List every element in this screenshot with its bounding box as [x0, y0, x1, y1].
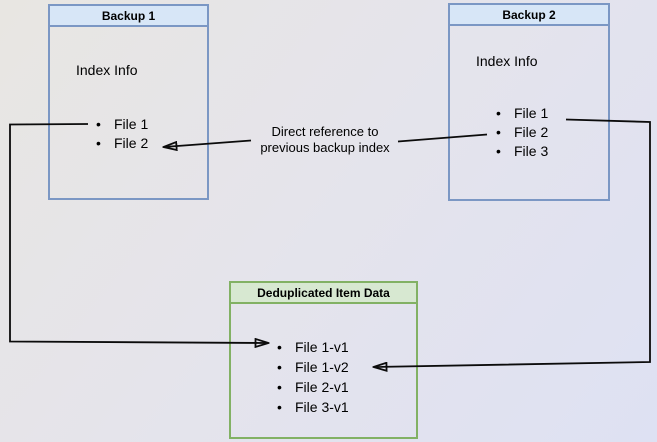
- list-item: • File 1: [96, 115, 148, 134]
- list-item: • File 2: [496, 123, 548, 142]
- bullet-icon: •: [96, 116, 101, 132]
- backup2-title: Backup 2: [450, 5, 608, 26]
- list-item: • File 2-v1: [277, 377, 349, 397]
- bullet-icon: •: [277, 399, 282, 415]
- list-item-label: File 2-v1: [295, 379, 349, 395]
- list-item: • File 1-v2: [277, 357, 349, 377]
- bullet-icon: •: [496, 105, 501, 121]
- list-item: • File 2: [96, 134, 148, 153]
- list-item: • File 3: [496, 142, 548, 161]
- list-item: • File 1: [496, 104, 548, 123]
- list-item-label: File 1-v1: [295, 339, 349, 355]
- backup1-node: Backup 1: [48, 4, 209, 200]
- backup2-node: Backup 2: [448, 3, 610, 201]
- backup2-file-list: • File 1 • File 2 • File 3: [496, 104, 548, 161]
- list-item-label: File 3-v1: [295, 399, 349, 415]
- backup1-file-list: • File 1 • File 2: [96, 115, 148, 153]
- list-item-label: File 3: [514, 143, 549, 159]
- bullet-icon: •: [277, 359, 282, 375]
- list-item-label: File 1-v2: [295, 359, 349, 375]
- list-item: • File 1-v1: [277, 337, 349, 357]
- list-item: • File 3-v1: [277, 397, 349, 417]
- bullet-icon: •: [277, 379, 282, 395]
- backup1-title: Backup 1: [50, 6, 207, 27]
- dedup-node: Deduplicated Item Data: [229, 281, 418, 439]
- bullet-icon: •: [496, 143, 501, 159]
- list-item-label: File 2: [514, 124, 549, 140]
- list-item-label: File 2: [114, 135, 149, 151]
- bullet-icon: •: [496, 124, 501, 140]
- dedup-title: Deduplicated Item Data: [231, 283, 416, 304]
- bullet-icon: •: [96, 135, 101, 151]
- list-item-label: File 1: [514, 105, 549, 121]
- backup2-index-info-label: Index Info: [476, 53, 538, 69]
- backup1-index-info-label: Index Info: [76, 62, 138, 78]
- bullet-icon: •: [277, 339, 282, 355]
- direct-reference-annotation: Direct reference to previous backup inde…: [260, 124, 390, 155]
- list-item-label: File 1: [114, 116, 149, 132]
- dedup-file-list: • File 1-v1 • File 1-v2 • File 2-v1 • File 3-v1: [277, 337, 349, 417]
